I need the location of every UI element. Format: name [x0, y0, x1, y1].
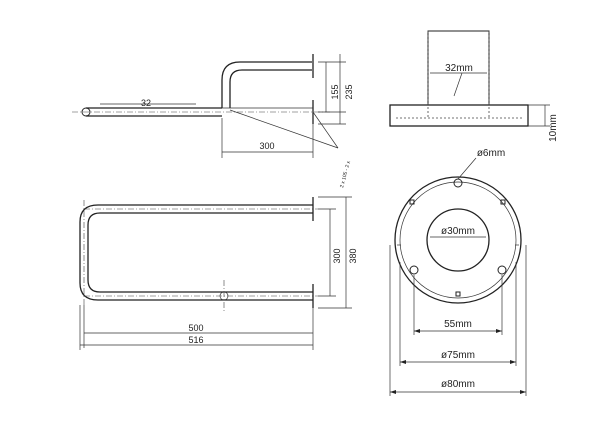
dim-516-label: 516	[188, 335, 203, 345]
dim-235-label: 235	[344, 84, 354, 99]
flange-center-circle	[426, 208, 490, 272]
dim-300-label: 300	[259, 141, 274, 151]
dim-300v-label: 300	[332, 248, 342, 263]
dim-75-label: ø75mm	[441, 350, 475, 361]
dim-75-arrow-right	[510, 360, 516, 364]
flange-outer-circle	[394, 176, 522, 304]
dim-32mm-leader	[453, 72, 463, 97]
dim-380-label: 380	[348, 248, 358, 263]
dim-32-label: 32	[141, 98, 151, 108]
dim-55-arrow-left	[414, 329, 420, 333]
bend-inner	[229, 69, 312, 108]
loop-inner	[87, 212, 313, 293]
dim-80-label: ø80mm	[441, 379, 475, 390]
front-circle-mark	[219, 291, 229, 301]
flange-mark-tr	[500, 199, 506, 205]
flange-mark-b	[455, 291, 461, 297]
flange-hole-left	[409, 265, 419, 275]
dim-80-arrow-right	[520, 390, 526, 394]
leader-b	[312, 111, 339, 149]
dim-hole-label: ø6mm	[477, 148, 505, 159]
flange-plan-view: ø6mm ø30mm 55mm ø75mm ø80mm	[389, 148, 527, 396]
flange-mark-tl	[409, 199, 415, 205]
dim-55-arrow-right	[496, 329, 502, 333]
dim-155-label: 155	[330, 84, 340, 99]
bend-outer	[221, 61, 312, 108]
flange-pitch-circle	[399, 181, 517, 299]
dim-center-label: ø30mm	[441, 226, 475, 237]
dim-10mm-label: 10mm	[548, 114, 559, 142]
loop-outer	[79, 204, 313, 301]
dim-80-arrow-left	[390, 390, 396, 394]
top-view: 32 155 235 300 2 x 105 - 2 x	[72, 54, 354, 189]
dim-75-arrow-left	[400, 360, 406, 364]
leader-a	[229, 109, 339, 149]
flange-hole-top	[453, 178, 463, 188]
front-view: 300 380 500 516	[79, 196, 358, 350]
flange-side-view: 32mm 10mm	[389, 30, 559, 142]
dim-hole-leader	[457, 157, 477, 180]
dim-32mm-label: 32mm	[445, 63, 473, 74]
dim-500-label: 500	[188, 323, 203, 333]
flange-plate	[389, 104, 529, 127]
dim-55-label: 55mm	[444, 319, 472, 330]
flange-hole-right	[497, 265, 507, 275]
angle-note-label: 2 x 105 - 2 x	[339, 160, 352, 189]
